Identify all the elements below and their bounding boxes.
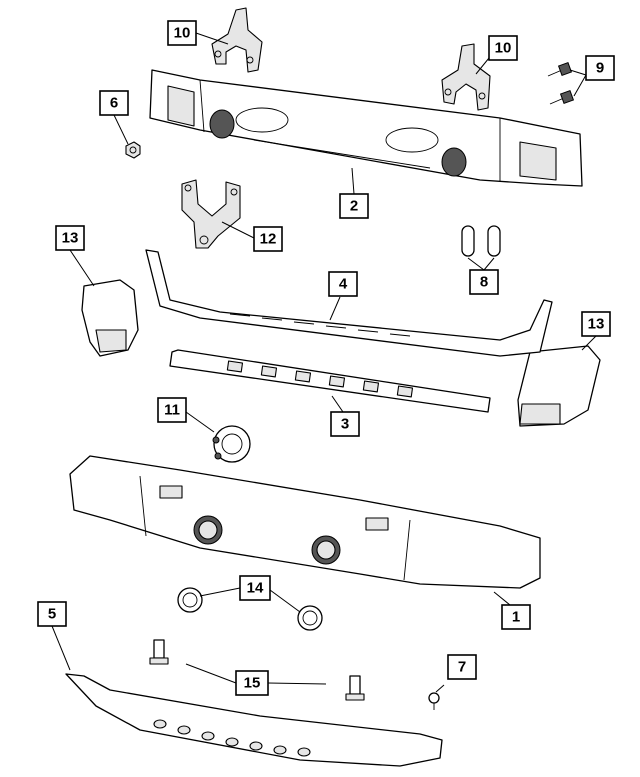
callout-10-right: 10 [488,35,518,61]
svg-text:4: 4 [339,276,348,293]
callout-3: 3 [330,411,360,437]
part-9-bolts [547,61,575,105]
callout-4: 4 [328,271,358,297]
part-10-bracket-left [211,7,263,73]
svg-text:13: 13 [62,230,79,247]
part-5-skid-plate [65,673,443,767]
callout-2: 2 [339,193,369,219]
part-11-lamp-bracket [212,425,251,463]
part-1-bumper-fascia [69,455,541,589]
callout-14: 14 [239,575,271,601]
svg-text:10: 10 [495,40,512,57]
svg-text:5: 5 [48,606,56,623]
part-13-end-cap-right [517,345,601,427]
part-3-support-strip [169,349,491,413]
part-7-push-pin [428,692,440,710]
svg-text:1: 1 [512,609,520,626]
callout-13-right: 13 [581,311,611,337]
callout-5: 5 [37,601,67,627]
svg-text:6: 6 [110,95,118,112]
part-12-bracket [181,179,241,249]
callout-1: 1 [501,604,531,630]
svg-text:8: 8 [480,274,488,291]
callout-6: 6 [99,90,129,116]
callout-10-left: 10 [167,20,197,46]
svg-text:15: 15 [244,675,261,692]
svg-text:14: 14 [247,580,264,597]
leader-lines [51,32,597,693]
svg-text:3: 3 [341,416,349,433]
svg-text:7: 7 [458,659,466,676]
part-13-end-cap-left [81,279,139,357]
part-10-bracket-right [441,43,491,111]
callout-15: 15 [235,670,269,696]
part-15-tow-hooks [149,639,365,701]
svg-text:10: 10 [174,25,191,42]
svg-text:11: 11 [164,402,180,419]
part-14-lamp-covers [177,587,323,631]
callout-7: 7 [447,654,477,680]
part-8-clips [461,225,501,257]
part-6-nut [125,141,141,159]
part-2-reinforcement-beam [149,69,583,187]
callout-8: 8 [469,269,499,295]
svg-text:9: 9 [596,60,604,77]
callout-13-left: 13 [55,225,85,251]
part-4-upper-support [145,249,553,357]
svg-text:2: 2 [350,198,358,215]
callout-11: 11 [157,397,187,423]
svg-text:12: 12 [260,231,277,248]
svg-text:13: 13 [588,316,605,333]
callout-12: 12 [253,226,283,252]
callout-9: 9 [585,55,615,81]
